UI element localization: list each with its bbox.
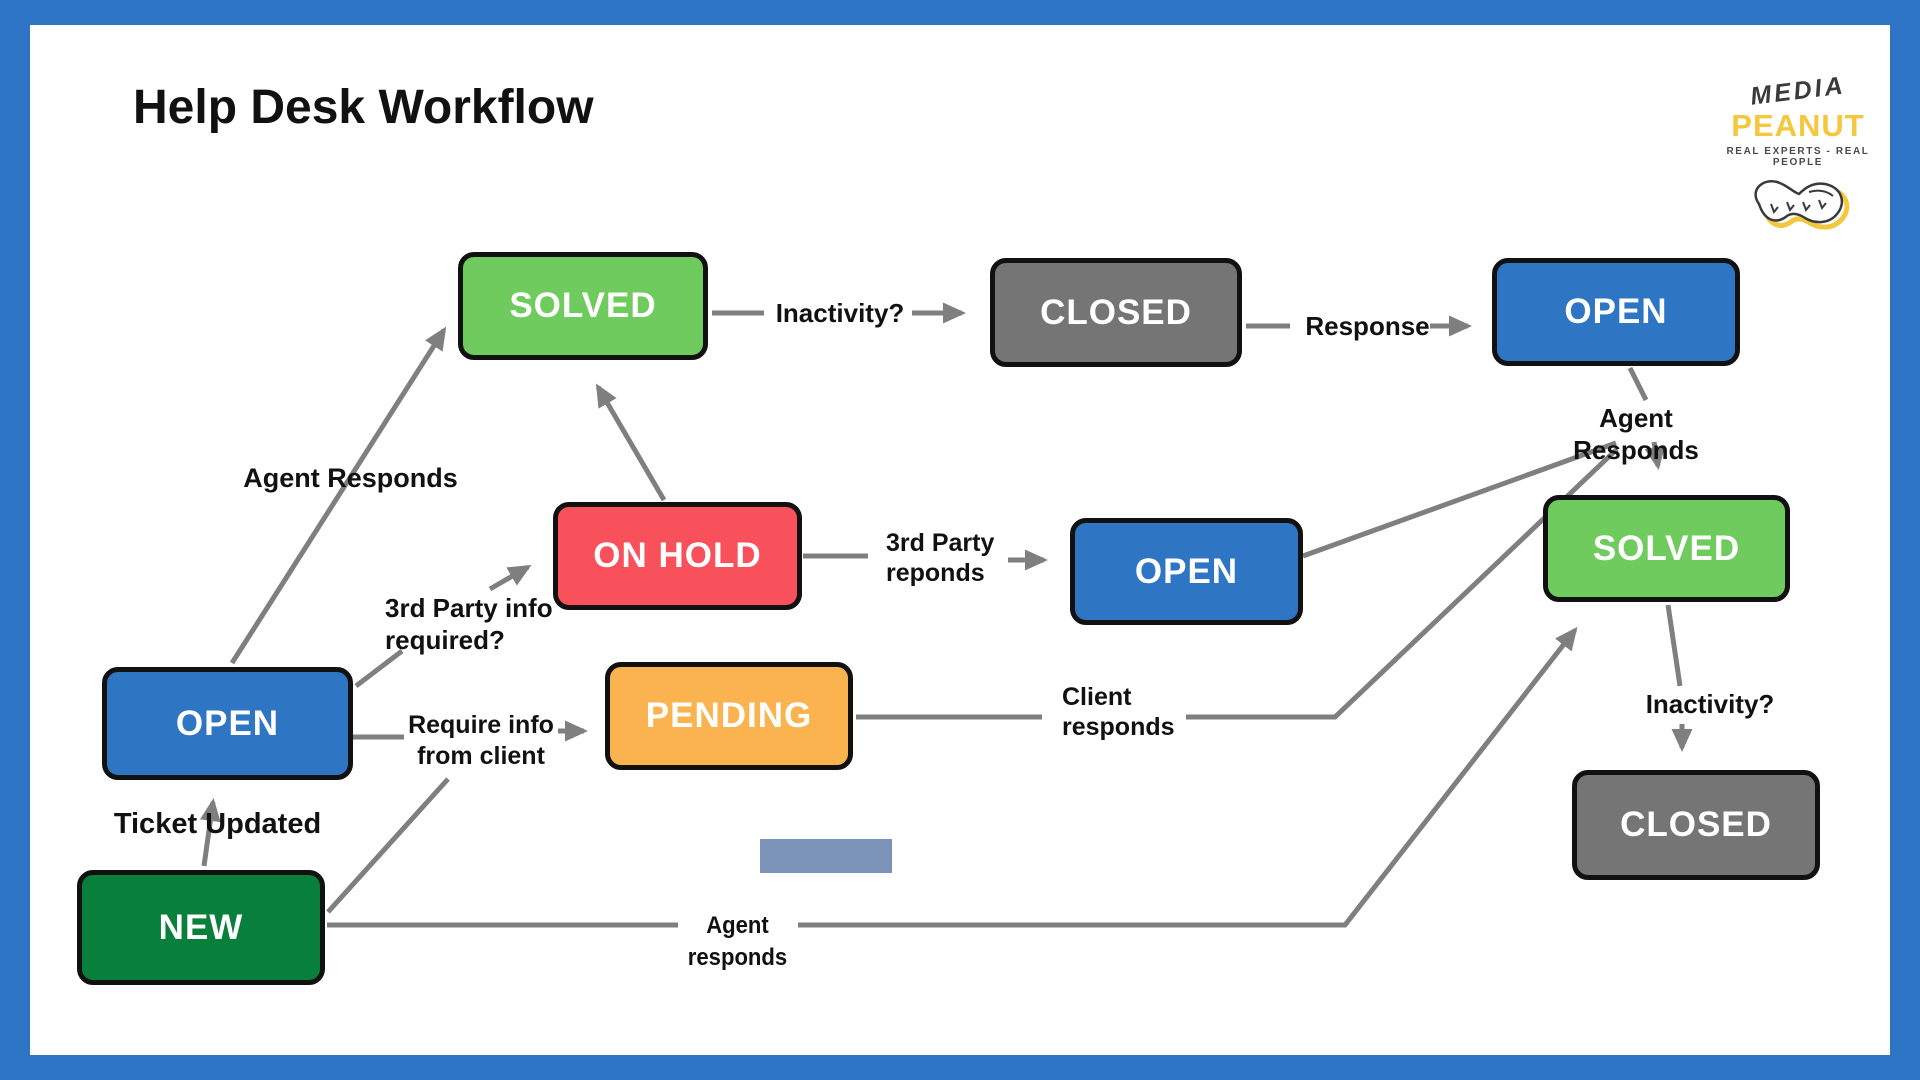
node-solved-right: SOLVED	[1543, 495, 1790, 602]
label-inactivity-top: Inactivity?	[775, 298, 905, 328]
node-open-left: OPEN	[102, 667, 353, 780]
label-ticket-updated: Ticket Updated	[113, 808, 322, 840]
node-closed-right: CLOSED	[1572, 770, 1820, 880]
page-title: Help Desk Workflow	[133, 81, 594, 134]
label-client-responds-line1: Client	[1062, 683, 1132, 711]
label-inactivity-right: Inactivity?	[1645, 689, 1775, 719]
logo-tagline: REAL EXPERTS - REAL PEOPLE	[1726, 146, 1870, 168]
node-pending: PENDING	[605, 662, 853, 770]
node-new: NEW	[77, 870, 325, 985]
node-on-hold: ON HOLD	[553, 502, 802, 610]
node-closed-top: CLOSED	[990, 258, 1242, 367]
label-require-info-line2: from client	[417, 742, 545, 770]
label-3rd-party-info-line1: 3rd Party info	[385, 593, 553, 623]
label-response: Response	[1305, 311, 1430, 341]
label-3rd-party-info-line2: required?	[385, 625, 505, 655]
label-agent-responds-left: Agent Responds	[243, 463, 458, 493]
label-agent-responds-right: Agent Responds	[1573, 403, 1699, 465]
label-require-info-line1: Require info	[408, 711, 554, 739]
label-3rd-party-reponds: 3rd Party reponds	[886, 528, 994, 588]
node-open-middle: OPEN	[1070, 518, 1303, 625]
label-3rd-party-info: 3rd Party info required?	[385, 592, 553, 656]
label-require-info: Require info from client	[406, 710, 556, 772]
label-3rd-party-reponds-line1: 3rd Party	[886, 529, 995, 557]
label-3rd-party-reponds-line2: reponds	[886, 559, 985, 587]
label-agent-responds-bottom: Agent responds	[687, 912, 788, 971]
node-open-top-right: OPEN	[1492, 258, 1740, 366]
label-client-responds: Client responds	[1062, 682, 1175, 742]
accent-rectangle	[760, 839, 892, 873]
logo-peanut-text: PEANUT	[1731, 108, 1865, 143]
label-client-responds-line2: responds	[1062, 713, 1175, 741]
peanut-icon	[1754, 179, 1850, 230]
node-solved-top: SOLVED	[458, 252, 708, 360]
media-peanut-logo: MEDIA PEANUT REAL EXPERTS - REAL PEOPLE	[1718, 71, 1878, 239]
